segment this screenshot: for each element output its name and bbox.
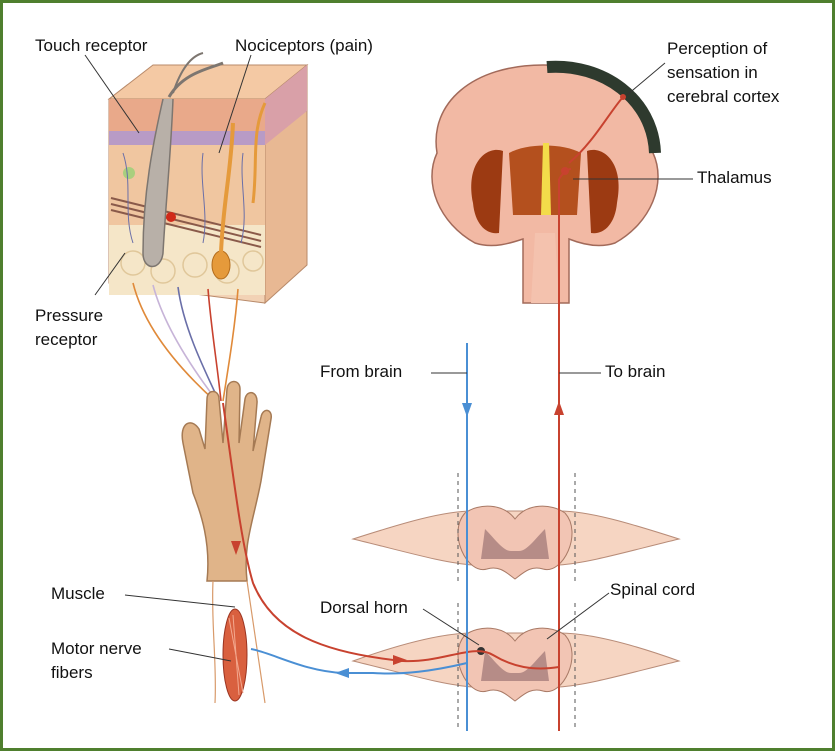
label-spinal-cord: Spinal cord (610, 580, 695, 600)
label-motor-nerve-line-2: fibers (51, 663, 93, 683)
label-nociceptors: Nociceptors (pain) (235, 36, 373, 56)
label-perception-line-3: cerebral cortex (667, 87, 779, 107)
sensory-nerve-bundle (133, 283, 238, 401)
label-perception-line-1: Perception of (667, 39, 767, 59)
label-pressure-line-2: receptor (35, 330, 97, 350)
brain-coronal-section (432, 65, 658, 303)
spinal-cord-section-upper (353, 473, 679, 583)
label-thalamus: Thalamus (697, 168, 772, 188)
label-to-brain: To brain (605, 362, 665, 382)
label-dorsal-horn: Dorsal horn (320, 598, 408, 618)
label-muscle: Muscle (51, 584, 105, 604)
label-motor-nerve-line-1: Motor nerve (51, 639, 142, 659)
label-from-brain: From brain (320, 362, 402, 382)
pain-pathway-illustration (3, 3, 832, 748)
label-pressure-line-1: Pressure (35, 306, 103, 326)
skin-cross-section (109, 53, 307, 303)
label-perception-line-2: sensation in (667, 63, 758, 83)
label-touch-receptor: Touch receptor (35, 36, 147, 56)
